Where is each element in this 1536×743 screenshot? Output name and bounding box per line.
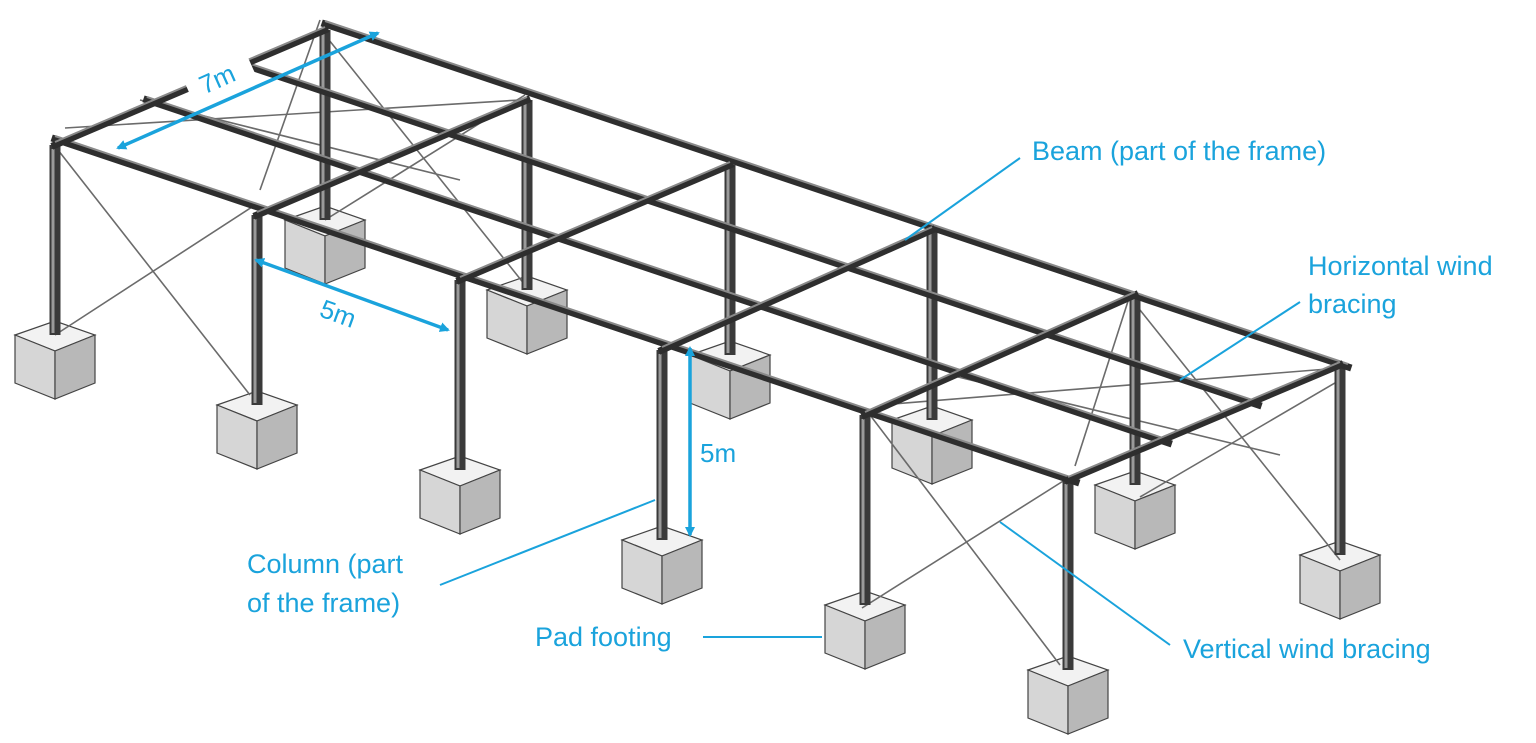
footing-side — [1339, 554, 1381, 620]
front-eave-beam — [50, 134, 1081, 487]
frame-rafter-flange — [256, 96, 528, 213]
pad-footing — [13, 320, 97, 400]
column — [251, 215, 263, 405]
annotation-horizontal-bracing: Horizontal wind bracing — [1179, 251, 1493, 381]
pad-footing — [1298, 540, 1382, 620]
frame-rafter-flange — [661, 226, 933, 348]
frame-rafter — [860, 290, 1140, 420]
pad-footing — [688, 340, 772, 420]
frame-rafter-web — [860, 290, 1140, 420]
back-eave-beam-flange — [324, 20, 1349, 365]
back-eave-beam-web — [320, 19, 1353, 372]
footing-side — [459, 469, 501, 535]
frame-rafter-web — [1063, 360, 1345, 485]
roof-purlin-flange — [235, 58, 1259, 403]
column-label-line2: of the frame) — [247, 588, 400, 618]
column — [49, 145, 61, 335]
pad-footing — [418, 455, 502, 535]
frame-rafter — [455, 160, 735, 285]
column — [724, 165, 736, 355]
column — [1062, 480, 1074, 670]
pad-footing — [823, 590, 907, 670]
annotation-pad-footing: Pad footing — [535, 622, 822, 652]
horizontal-bracing-cable — [879, 367, 1341, 406]
annotation-column: Column (part of the frame) — [247, 499, 656, 618]
frame-rafter-web — [455, 160, 735, 285]
footing-side — [1134, 484, 1176, 550]
pad-footing — [620, 525, 704, 605]
frame-rafter-web — [252, 95, 532, 220]
footing-side — [661, 539, 703, 605]
vertical-bracing-cable — [861, 477, 1069, 609]
front-eave-beam-flange — [54, 135, 1077, 480]
column — [521, 100, 533, 290]
horizontal-bracing-label-line1: Horizontal wind — [1308, 251, 1493, 281]
column — [926, 230, 938, 420]
footing-side — [864, 604, 906, 670]
footing-side — [1067, 669, 1109, 735]
footing-side — [54, 334, 96, 400]
horizontal-bracing-label-line2: bracing — [1308, 289, 1397, 319]
roof-purlin-flange — [146, 95, 1169, 441]
vertical-bracing-cable — [869, 414, 1061, 666]
frame-rafter-flange — [459, 161, 731, 278]
frame-rafter-flange — [864, 291, 1136, 413]
roof-purlin — [231, 57, 1263, 410]
beam-label: Beam (part of the frame) — [1032, 136, 1326, 166]
vertical-bracing-cable — [57, 149, 251, 396]
roof-purlin — [142, 95, 1173, 448]
footing-side — [256, 404, 298, 470]
column — [454, 280, 466, 470]
column — [1129, 295, 1141, 485]
roof-purlin-web — [142, 95, 1173, 448]
pad-footing — [215, 390, 299, 470]
roof-frame — [50, 19, 1353, 487]
annotation-beam: Beam (part of the frame) — [904, 136, 1326, 241]
horizontal-bracing-cable — [1074, 294, 1131, 467]
dimension-5m-height: 5m — [685, 346, 736, 537]
annotation-vertical-bracing: Vertical wind bracing — [999, 521, 1431, 664]
front-eave-beam-web — [50, 134, 1081, 487]
frame-rafter — [252, 95, 532, 220]
pad-footing-label: Pad footing — [535, 622, 672, 652]
pad-footing — [1093, 470, 1177, 550]
column — [859, 415, 871, 605]
column — [656, 350, 668, 540]
vertical-bracing-cable — [1139, 309, 1341, 561]
frame-rafter-web — [657, 225, 937, 355]
roof-purlin-web — [231, 57, 1263, 410]
vertical-bracing-label: Vertical wind bracing — [1183, 634, 1431, 664]
frame-rafter — [1063, 360, 1345, 485]
vertical-bracing-cable — [54, 204, 256, 336]
frame-rafter — [657, 225, 937, 355]
dimension-5m-height-label: 5m — [700, 438, 736, 468]
frame-rafter-flange — [1067, 361, 1341, 478]
back-eave-beam — [320, 19, 1353, 372]
column — [1334, 365, 1346, 555]
dimension-5m-bay-label: 5m — [316, 293, 360, 334]
vertical-bracing-cable — [1139, 379, 1341, 498]
pad-footing — [1026, 655, 1110, 735]
column-label-line1: Column (part — [247, 549, 404, 579]
